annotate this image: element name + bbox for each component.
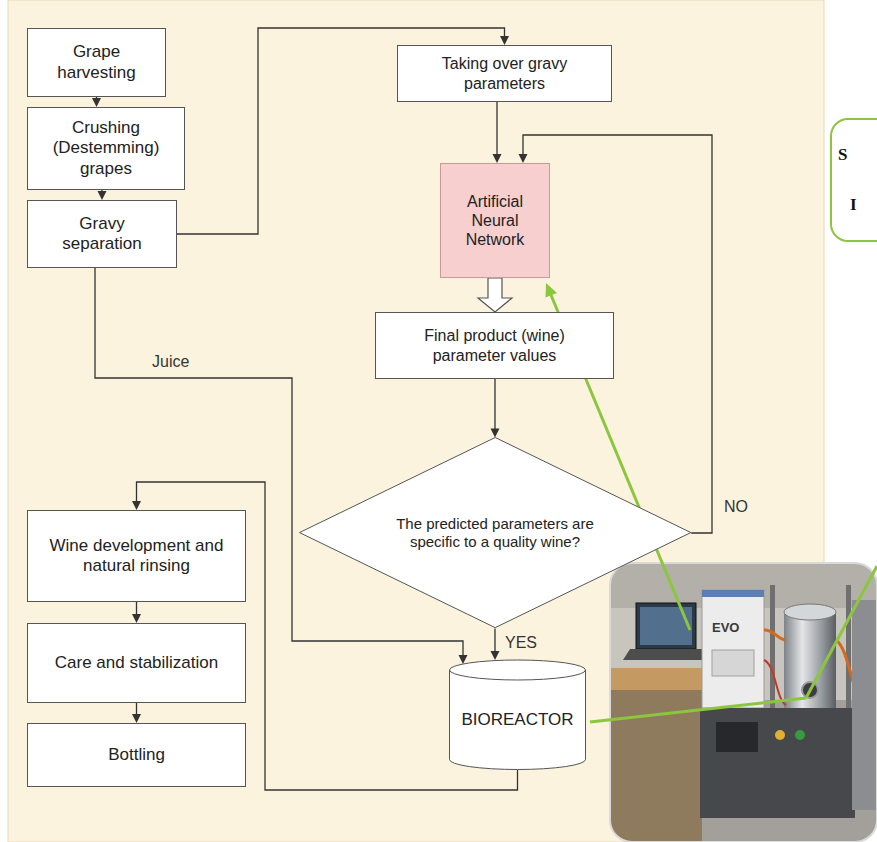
node-text: Grape harvesting bbox=[38, 42, 155, 83]
cylinder-body bbox=[450, 660, 586, 770]
connector-line bbox=[136, 602, 137, 616]
process-box: Crushing (Destemming) grapes bbox=[27, 107, 185, 190]
photo-wall bbox=[610, 563, 877, 842]
arrowhead bbox=[132, 614, 141, 623]
equipment-label: EVO bbox=[712, 621, 739, 635]
process-box: Final product (wine) parameter values bbox=[375, 312, 614, 379]
node-text: BIOREACTOR bbox=[461, 710, 573, 730]
bioreactor-photo bbox=[610, 563, 877, 842]
hollow-arrow bbox=[478, 278, 512, 312]
arrowhead bbox=[493, 154, 502, 163]
photo-controller bbox=[716, 722, 758, 752]
flow-connector bbox=[92, 97, 101, 107]
process-box: Bottling bbox=[27, 723, 246, 787]
leader-line bbox=[806, 566, 877, 698]
node-text: Gravy separation bbox=[38, 214, 166, 255]
flow-connector bbox=[98, 190, 107, 200]
photo-side-equipment bbox=[852, 600, 877, 810]
edge-label: Juice bbox=[150, 352, 191, 371]
connector-line bbox=[494, 629, 495, 653]
bioreactor-cylinder: BIOREACTOR bbox=[449, 660, 586, 770]
arrowhead bbox=[490, 651, 499, 660]
leader-line bbox=[590, 698, 806, 722]
arrowhead bbox=[459, 655, 468, 664]
photo-frame-border bbox=[610, 563, 877, 842]
process-box: Wine development and natural rinsing bbox=[27, 510, 246, 602]
photo-cabinet bbox=[702, 590, 764, 708]
photo-indicator bbox=[795, 730, 805, 740]
photo-desk-front bbox=[610, 690, 702, 842]
node-text: Artificial Neural Network bbox=[451, 192, 539, 250]
arrowhead bbox=[98, 191, 107, 200]
node-text: Wine development and natural rinsing bbox=[38, 536, 235, 577]
process-box: Gravy separation bbox=[27, 200, 177, 268]
photo-tube bbox=[764, 630, 786, 640]
connector-line bbox=[496, 102, 497, 156]
process-box: Grape harvesting bbox=[27, 28, 166, 97]
process-box: Taking over gravy parameters bbox=[397, 45, 612, 102]
leader-arrowhead bbox=[546, 283, 558, 298]
arrowhead bbox=[519, 154, 528, 163]
diamond-shape bbox=[299, 438, 690, 628]
photo-indicator bbox=[775, 730, 785, 740]
node-text: I bbox=[850, 195, 857, 215]
node-text: Final product (wine) parameter values bbox=[386, 326, 603, 364]
flow-connector bbox=[478, 278, 512, 312]
flow-connector bbox=[493, 102, 502, 163]
photo-cabinet-strip bbox=[702, 590, 764, 597]
cylinder-rim bbox=[450, 670, 586, 680]
arrowhead bbox=[92, 98, 101, 107]
arrowhead bbox=[132, 714, 141, 723]
edge-label: YES bbox=[503, 633, 539, 652]
flow-connector bbox=[490, 629, 499, 660]
node-text: The predicted parameters are specific to… bbox=[375, 515, 615, 551]
node-text: Taking over gravy parameters bbox=[408, 54, 601, 92]
decision-diamond: The predicted parameters are specific to… bbox=[299, 437, 691, 628]
edge-label: NO bbox=[722, 497, 750, 516]
node-text: Bottling bbox=[108, 745, 165, 765]
arrowhead bbox=[132, 501, 141, 510]
arrowhead bbox=[500, 36, 509, 45]
photo-desk bbox=[610, 668, 702, 690]
photo-base-unit bbox=[700, 708, 855, 818]
flow-connector bbox=[132, 703, 141, 723]
connector-line bbox=[494, 379, 495, 430]
photo-laptop-base bbox=[623, 649, 709, 660]
callout-box: SI bbox=[830, 118, 877, 242]
node-text: Care and stabilization bbox=[55, 653, 218, 673]
photo-cabinet-panel bbox=[712, 650, 754, 676]
process-box: Care and stabilization bbox=[27, 623, 246, 703]
node-text: S bbox=[838, 145, 847, 165]
photo-cable bbox=[764, 660, 786, 705]
flow-connector bbox=[490, 379, 499, 437]
node-text: Crushing (Destemming) grapes bbox=[38, 118, 174, 179]
neural-network-box: Artificial Neural Network bbox=[440, 163, 550, 278]
photo-vessel-top bbox=[784, 604, 836, 620]
flow-connector bbox=[132, 602, 141, 623]
arrowhead bbox=[490, 428, 499, 437]
